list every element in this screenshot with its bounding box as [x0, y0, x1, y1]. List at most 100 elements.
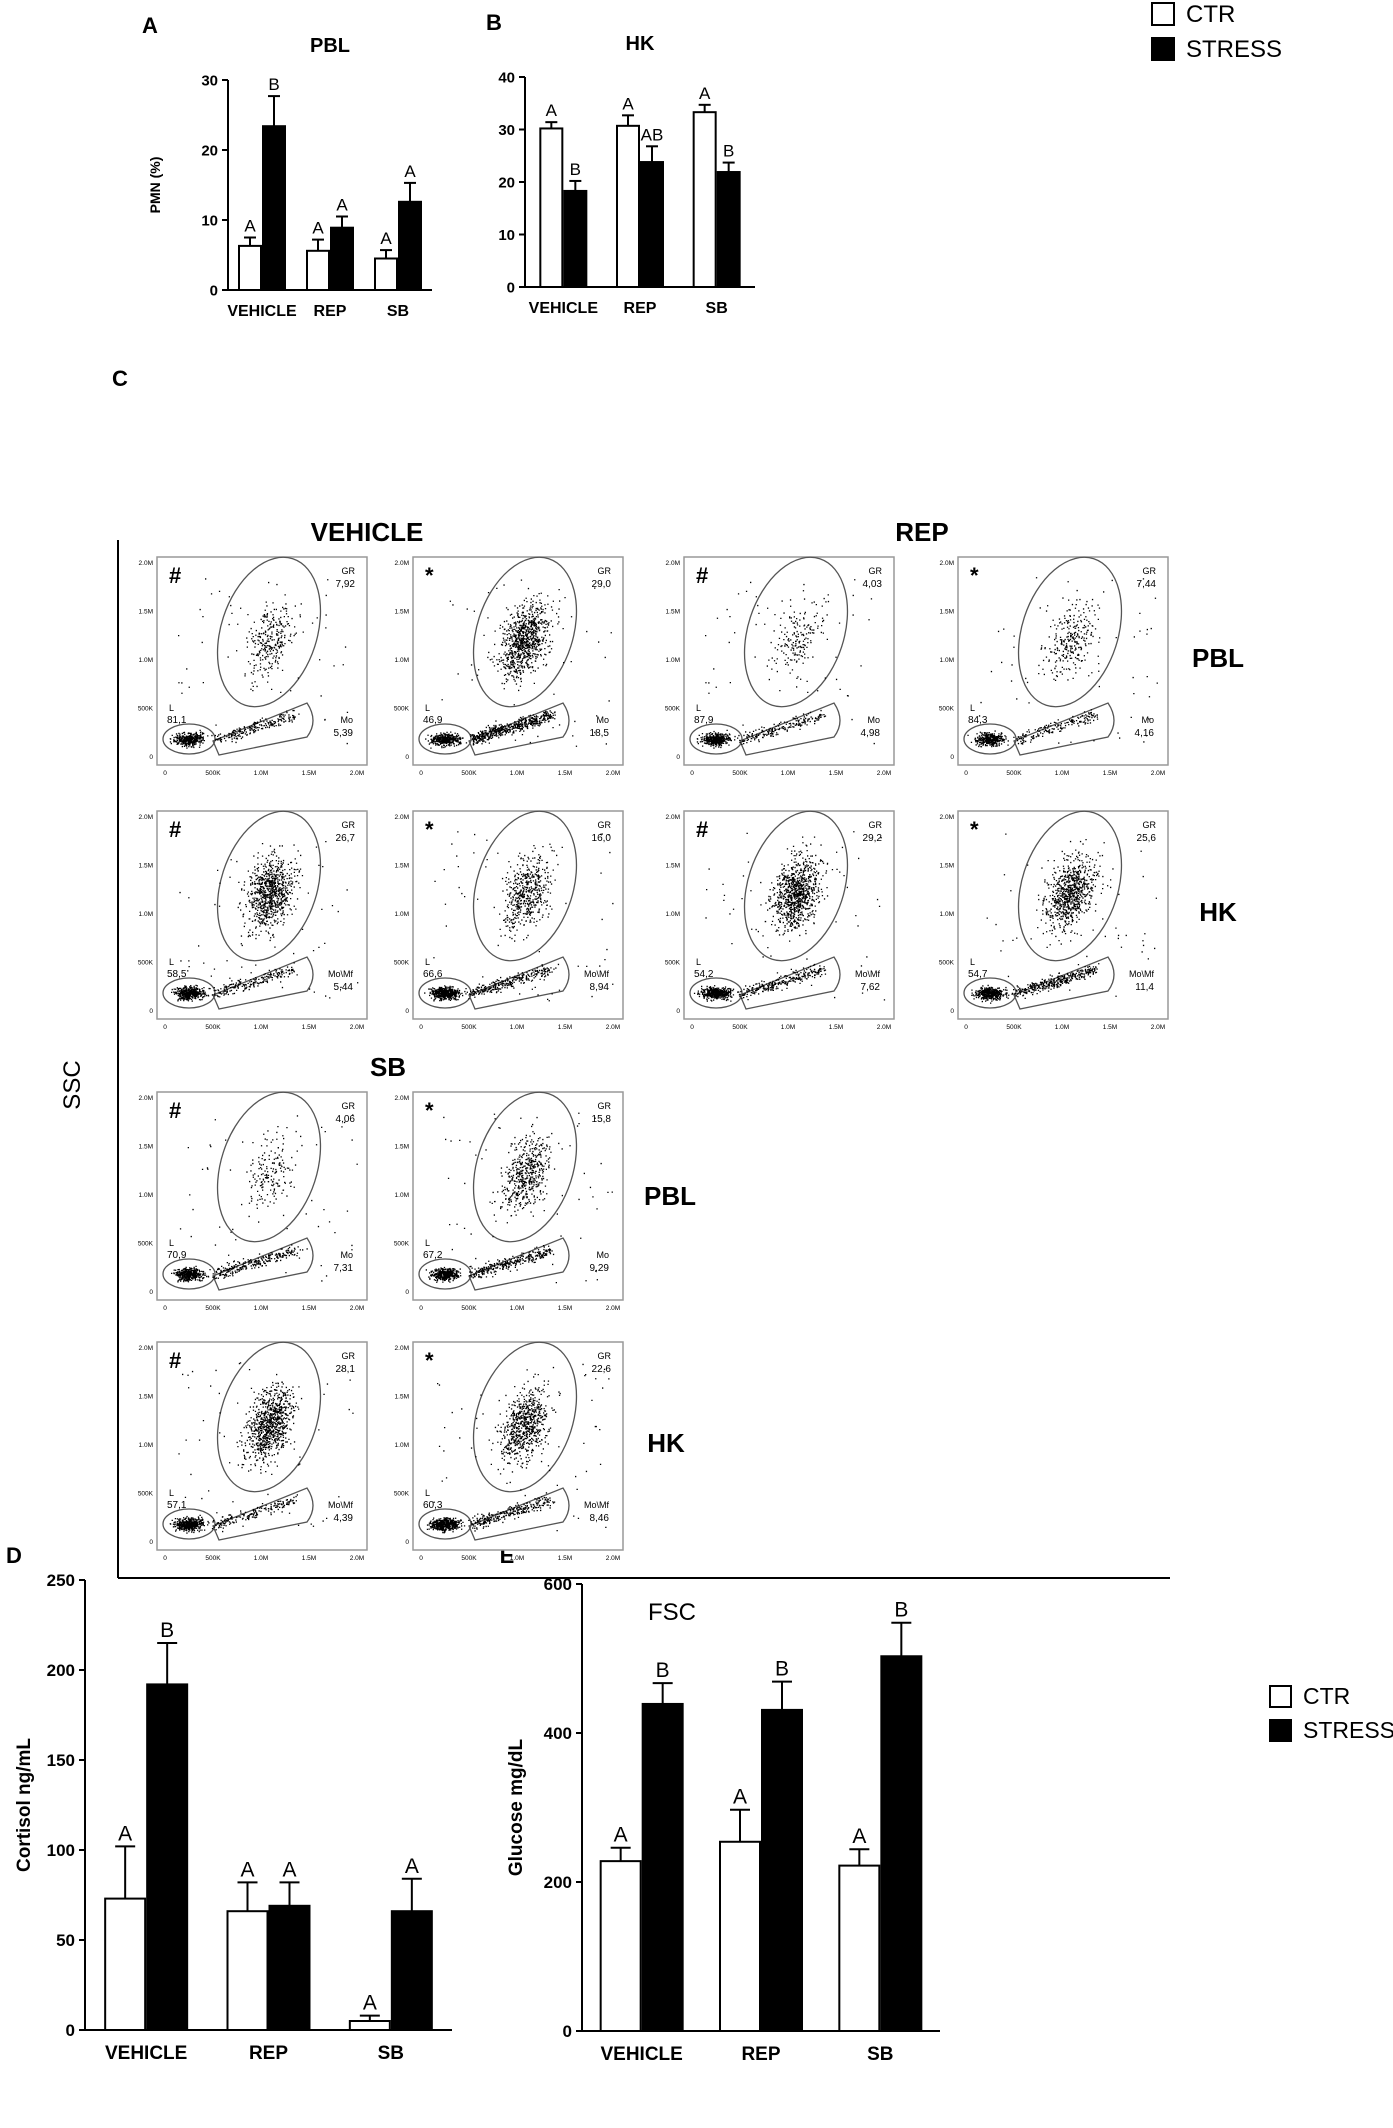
y-tick-label: 0	[405, 1539, 409, 1546]
x-tick-label: 2.0M	[606, 1024, 620, 1031]
x-tick-label: 0	[419, 770, 423, 777]
x-tick-label: 2.0M	[606, 1555, 620, 1562]
x-tick-label: 500K	[1006, 1024, 1022, 1031]
gate-l-value: 58,5	[167, 969, 187, 980]
significance-letter: A	[363, 1992, 377, 2015]
x-tick-label: 500K	[205, 770, 221, 777]
legend-stress-swatch	[1269, 1719, 1292, 1742]
x-tick-label: 2.0M	[350, 770, 364, 777]
y-tick-label: 1.5M	[139, 863, 153, 870]
significance-letter: A	[614, 1824, 628, 1847]
events	[426, 1363, 610, 1534]
x-tick-label: 1.5M	[558, 1024, 572, 1031]
gate-mo	[212, 956, 314, 1010]
x-tick-label: 1.5M	[558, 1555, 572, 1562]
x-tick-label: 1.5M	[1103, 770, 1117, 777]
y-tick-label: 0	[676, 1008, 680, 1015]
y-tick-label: 0	[66, 2021, 75, 2040]
y-tick-label: 2.0M	[395, 814, 409, 821]
bar-ctr	[104, 1897, 147, 2031]
y-tick-label: 500K	[138, 1491, 154, 1498]
gate-gr-label: GR	[1143, 820, 1157, 830]
y-tick-label: 2.0M	[395, 1345, 409, 1352]
y-tick-label: 50	[56, 1931, 75, 1950]
significance-letter: A	[699, 84, 711, 103]
significance-letter: B	[723, 142, 734, 161]
bar-ctr	[238, 244, 262, 291]
gate-mo	[1013, 956, 1115, 1010]
gate-gr-label: GR	[342, 820, 356, 830]
gate-l-value: 67,2	[423, 1250, 443, 1261]
x-tick-label: 0	[163, 770, 167, 777]
y-axis-label: Cortisol ng/mL	[14, 1738, 35, 1872]
y-tick-label: 2.0M	[139, 1095, 153, 1102]
legend-ctr-swatch	[1269, 1685, 1292, 1708]
x-tick-label: 0	[419, 1305, 423, 1312]
gate-mo	[468, 702, 570, 756]
sample-marker: *	[970, 817, 979, 842]
chart-title: HK	[626, 33, 655, 55]
gate-gr-value: 4,06	[336, 1114, 356, 1125]
fsc-label: FSC	[648, 1599, 696, 1626]
x-tick-label: 1.5M	[1103, 1024, 1117, 1031]
significance-letter: A	[118, 1822, 132, 1845]
bar-stress	[640, 161, 664, 288]
gate-l-value: 54,7	[968, 969, 988, 980]
gate-mo-label: Mo	[867, 715, 880, 725]
sample-marker: #	[169, 1348, 181, 1373]
y-tick-label: 250	[47, 1571, 75, 1590]
y-tick-label: 1.0M	[395, 1442, 409, 1449]
y-tick-label: 2.0M	[666, 814, 680, 821]
sample-marker: #	[696, 817, 708, 842]
ssc-label: SSC	[59, 1060, 86, 1109]
gate-mo-label: Mo	[1141, 715, 1154, 725]
significance-letter: B	[570, 160, 581, 179]
sample-marker: #	[169, 817, 181, 842]
category-label: SB	[387, 303, 409, 320]
sample-marker: *	[425, 1348, 434, 1373]
x-tick-label: 1.5M	[302, 1305, 316, 1312]
significance-letter: A	[240, 1858, 254, 1881]
plot-frame	[412, 556, 624, 766]
gate-l-value: 60,3	[423, 1500, 443, 1511]
y-tick-label: 20	[201, 142, 218, 159]
x-tick-label: 500K	[461, 1024, 477, 1031]
y-axis-label: Glucose mg/dL	[506, 1738, 527, 1876]
gate-gr	[1017, 556, 1123, 708]
legend-stress-swatch	[1151, 37, 1175, 61]
y-tick-label: 1.0M	[395, 657, 409, 664]
x-tick-label: 1.0M	[254, 1305, 268, 1312]
gate-gr-label: GR	[598, 1101, 612, 1111]
group-label-rep: REP	[895, 517, 948, 547]
gate-gr-label: GR	[598, 1351, 612, 1361]
sample-marker: #	[169, 1098, 181, 1123]
legend-stress-label: STRESS	[1303, 1717, 1393, 1743]
gate-l-label: L	[425, 1488, 430, 1498]
y-tick-label: 2.0M	[139, 1345, 153, 1352]
significance-letter: A	[405, 1855, 419, 1878]
x-tick-label: 1.0M	[254, 1024, 268, 1031]
x-tick-label: 0	[163, 1024, 167, 1031]
y-tick-label: 150	[47, 1751, 75, 1770]
gate-gr-label: GR	[869, 820, 883, 830]
bar-ctr	[719, 1840, 761, 2033]
gate-mo-label: Mo\Mf	[584, 969, 610, 979]
x-tick-label: 1.0M	[510, 1555, 524, 1562]
gate-l-value: 46,9	[423, 715, 443, 726]
x-tick-label: 0	[690, 770, 694, 777]
bar-ctr	[692, 111, 717, 288]
y-tick-label: 1.0M	[139, 1192, 153, 1199]
x-tick-label: 2.0M	[877, 770, 891, 777]
row-label-pbl: PBL	[644, 1181, 696, 1211]
gate-mo-label: Mo\Mf	[328, 969, 354, 979]
x-tick-label: 1.5M	[302, 1555, 316, 1562]
y-tick-label: 0	[149, 1539, 153, 1546]
y-tick-label: 500K	[665, 960, 681, 967]
gate-gr-label: GR	[598, 566, 612, 576]
x-tick-label: 0	[964, 1024, 968, 1031]
panel-letter-d: D	[6, 1543, 22, 1568]
